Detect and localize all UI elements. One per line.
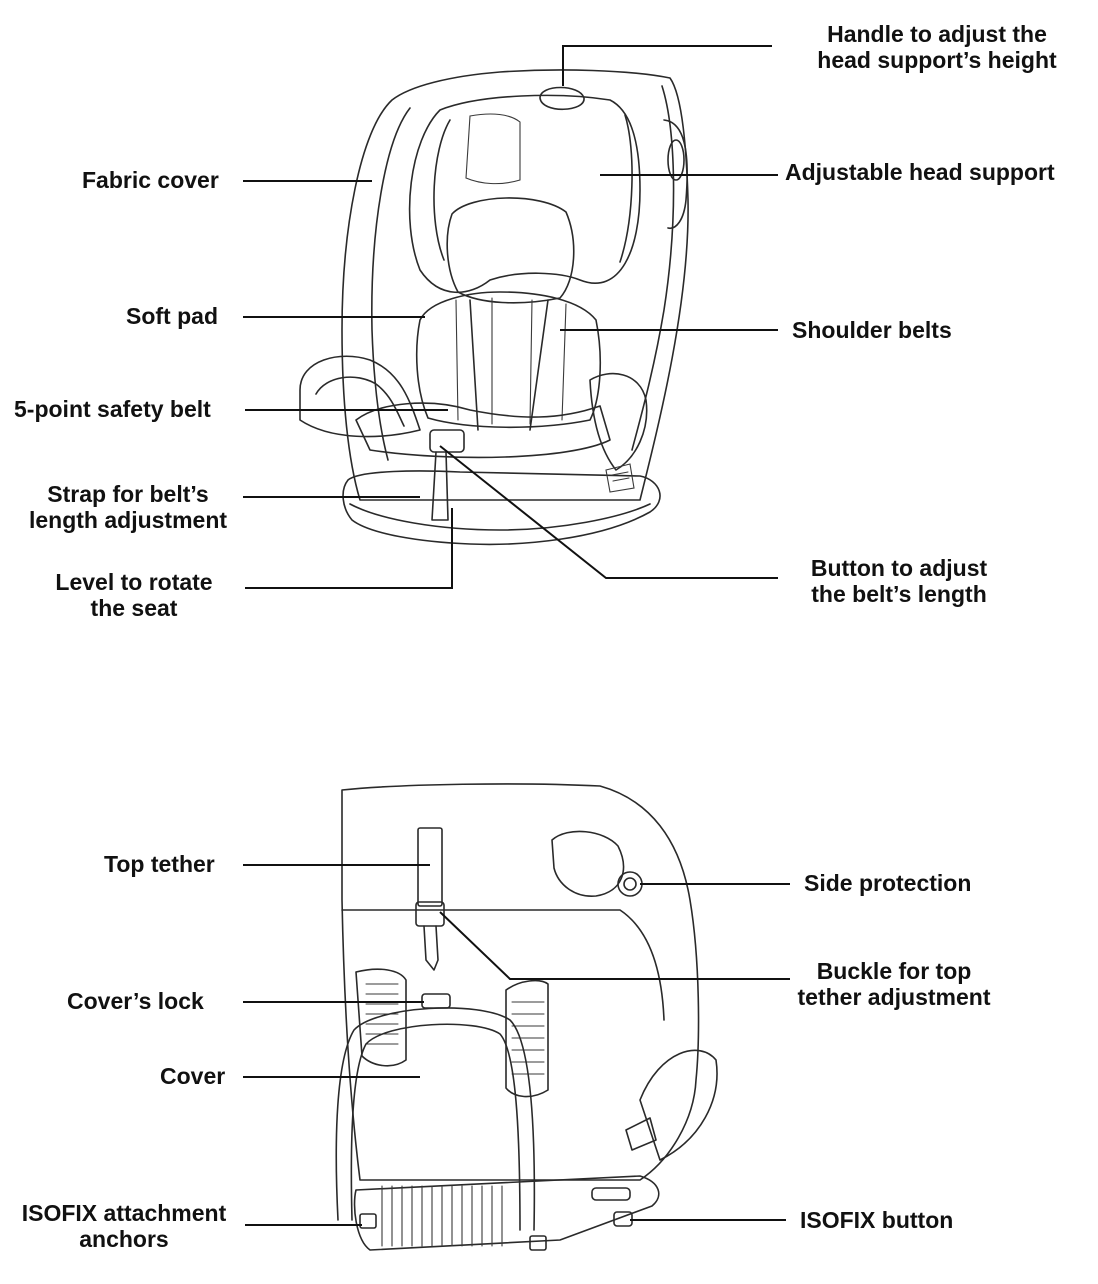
leader-handle xyxy=(562,45,772,86)
label-level-rotate-seat: Level to rotate the seat xyxy=(55,569,213,621)
label-isofix-button: ISOFIX button xyxy=(800,1207,954,1233)
leader-level xyxy=(245,508,453,589)
label-5-point-safety-belt: 5-point safety belt xyxy=(14,396,211,422)
label-fabric-cover: Fabric cover xyxy=(82,167,219,193)
label-top-tether: Top tether xyxy=(104,851,215,877)
label-soft-pad: Soft pad xyxy=(126,303,218,329)
label-side-protection: Side protection xyxy=(804,870,972,896)
label-handle-head-support-height: Handle to adjust the head support’s heig… xyxy=(817,21,1057,73)
label-shoulder-belts: Shoulder belts xyxy=(792,317,952,343)
label-cover: Cover xyxy=(160,1063,226,1089)
front-seat-illustration xyxy=(299,69,689,546)
label-isofix-anchors: ISOFIX attachment anchors xyxy=(21,1200,227,1252)
leader-buckle xyxy=(439,911,790,980)
label-buckle-top-tether: Buckle for top tether adjustment xyxy=(797,958,991,1010)
back-seat-illustration xyxy=(335,783,718,1251)
label-strap-belt-length: Strap for belt’s length adjustment xyxy=(28,481,228,533)
label-covers-lock: Cover’s lock xyxy=(67,988,204,1014)
label-adjustable-head-support: Adjustable head support xyxy=(785,159,1055,185)
leader-lines xyxy=(243,45,790,1226)
label-button-belt-length: Button to adjust the belt’s length xyxy=(810,555,988,607)
leader-button xyxy=(439,445,778,579)
